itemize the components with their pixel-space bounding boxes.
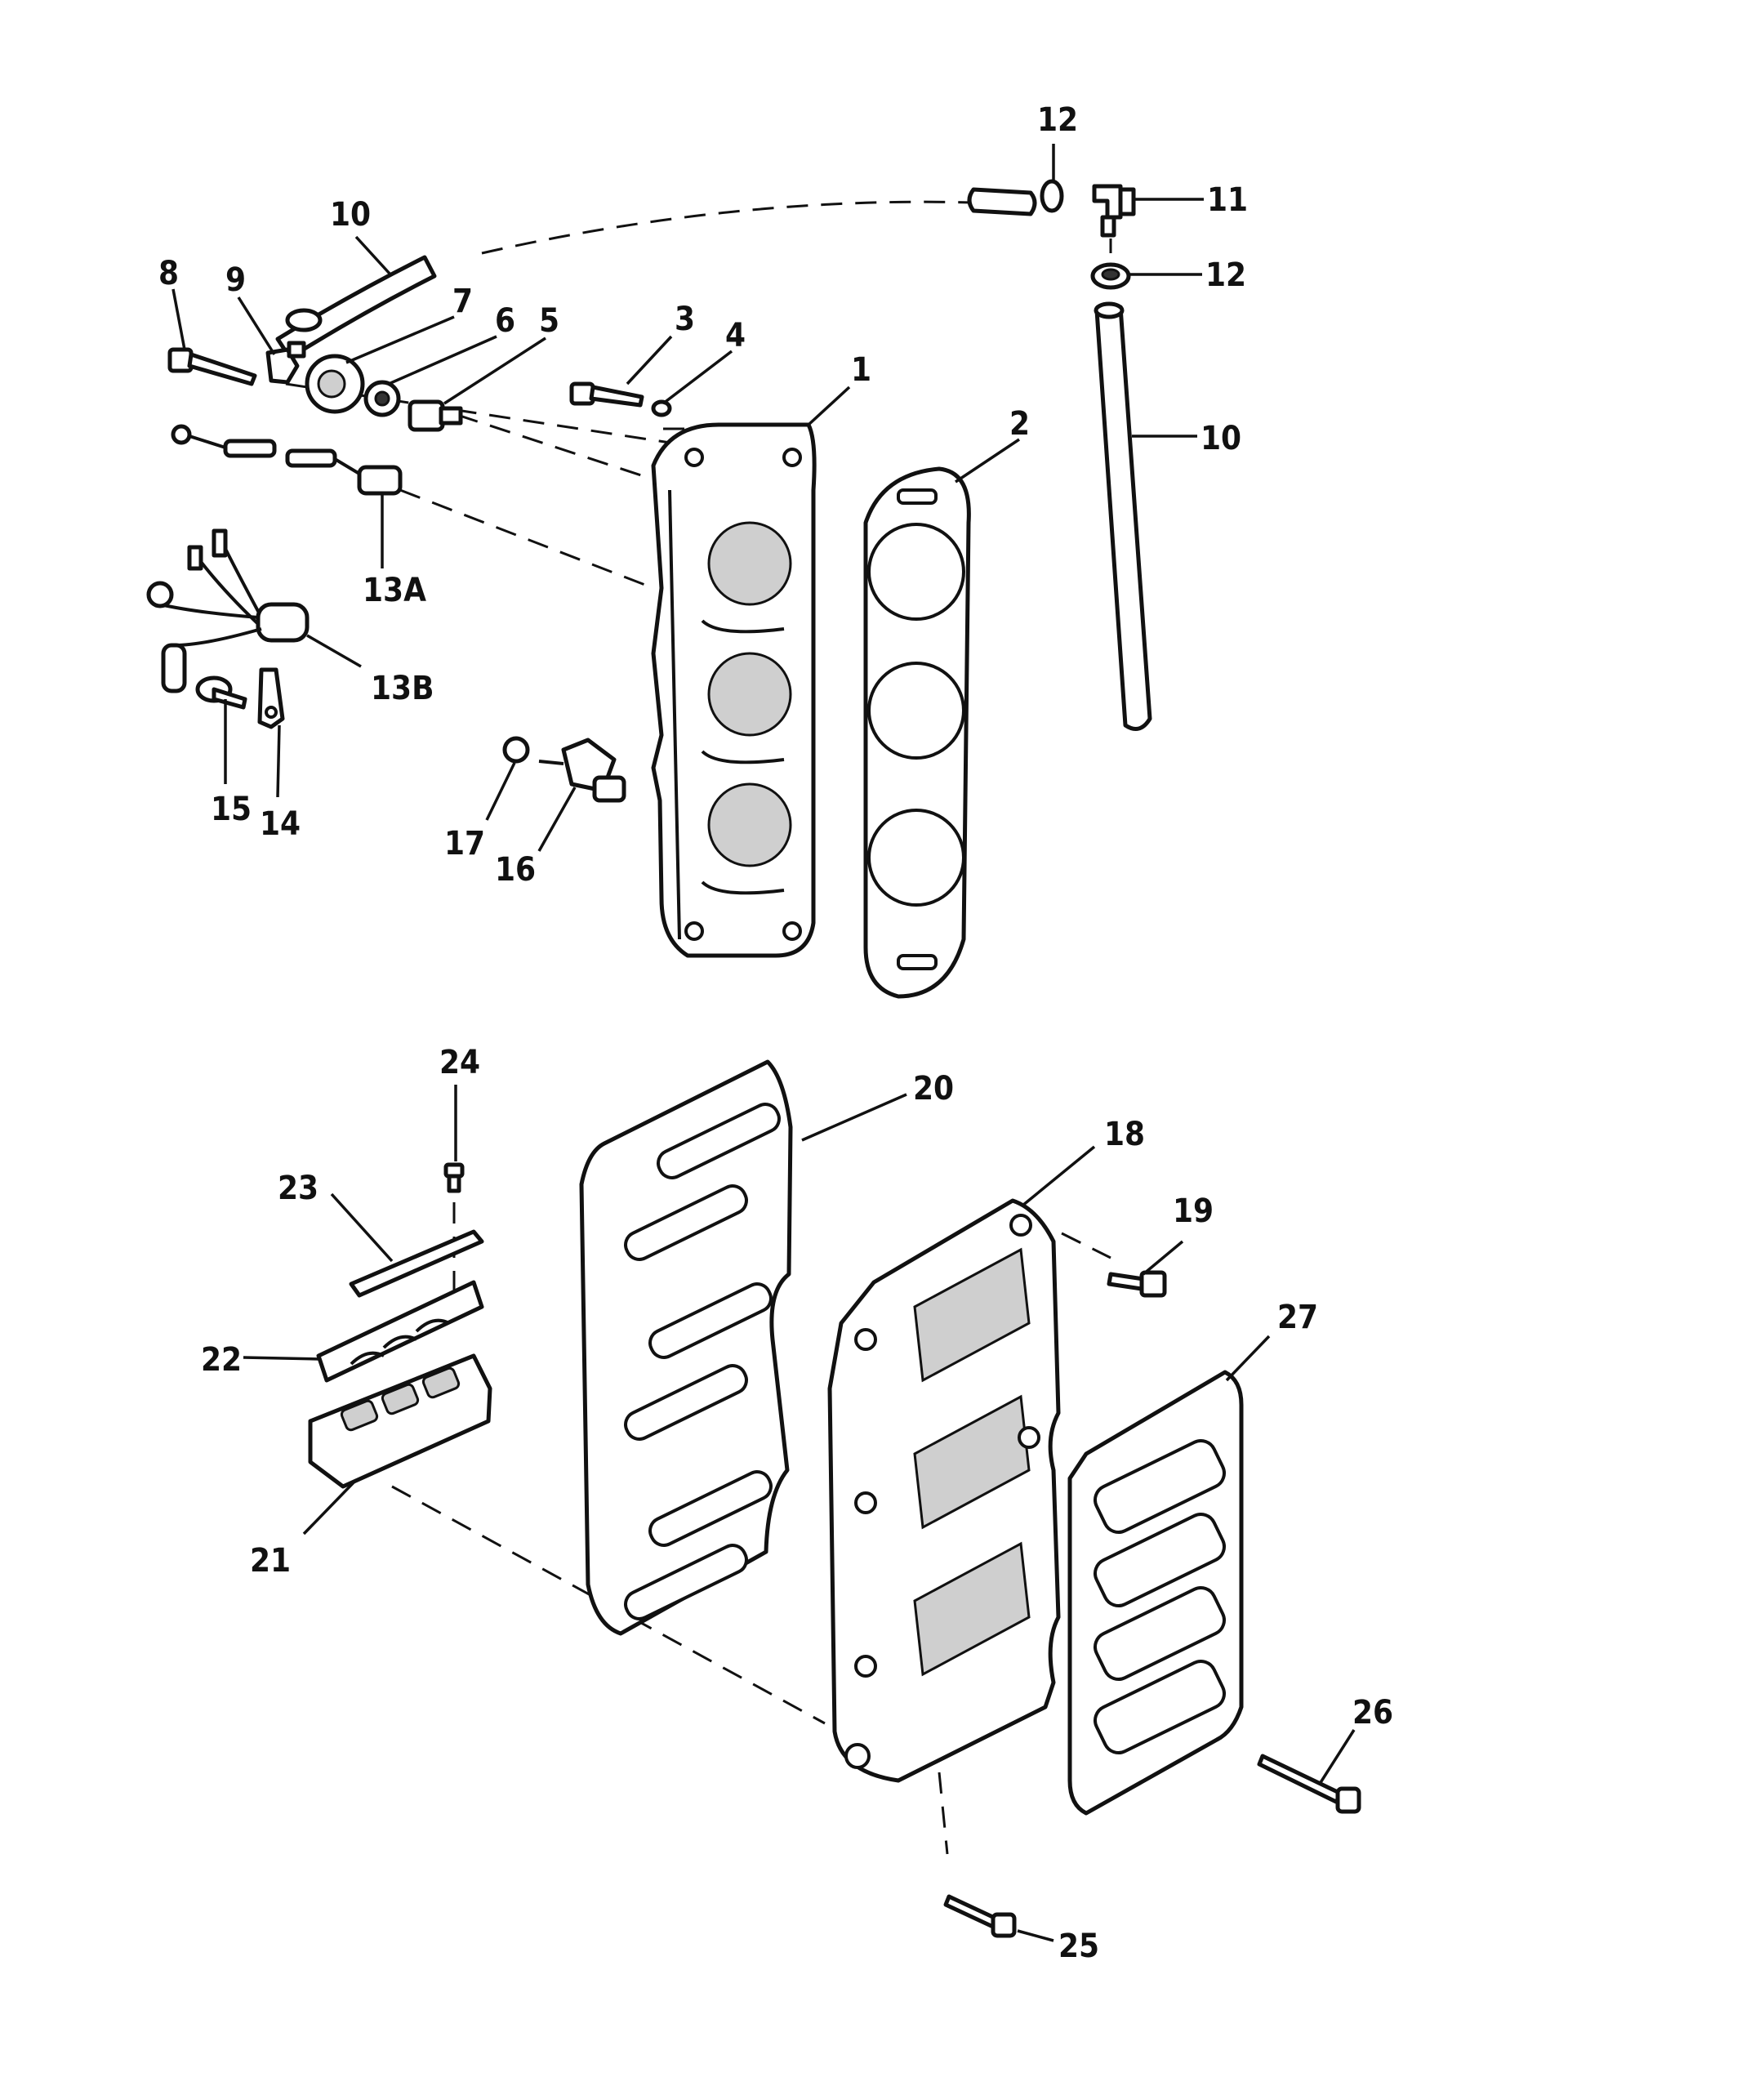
part-number-labels: 1 2 3 4 5 6 7 8 9 10 10 11 12 12 13A 13B… — [158, 101, 1393, 1965]
part-26-long-bolt — [1257, 1754, 1361, 1814]
label-part-20: 20 — [913, 1070, 954, 1108]
part-12-clamp-top — [1040, 179, 1064, 213]
part-13a-sensor — [171, 424, 403, 496]
label-part-18: 18 — [1104, 1116, 1145, 1153]
label-part-23: 23 — [278, 1170, 318, 1207]
part-3-bolt — [569, 381, 644, 408]
label-part-26: 26 — [1352, 1694, 1393, 1732]
label-part-12-lower: 12 — [1205, 256, 1246, 294]
part-19-bolt — [1107, 1270, 1167, 1298]
part-20-reed-plate-gasket — [579, 1059, 793, 1636]
part-24-screw — [443, 1162, 465, 1193]
label-part-27: 27 — [1277, 1299, 1318, 1336]
part-10-upper-hose — [275, 255, 437, 360]
label-part-3: 3 — [675, 301, 695, 338]
part-25-bolt — [943, 1894, 1017, 1938]
label-part-8: 8 — [158, 255, 179, 292]
part-18-reed-housing — [827, 1198, 1061, 1783]
label-part-9: 9 — [225, 261, 246, 299]
part-4-washer — [651, 399, 672, 417]
part-13b-harness — [146, 528, 310, 693]
label-part-6: 6 — [495, 302, 515, 340]
part-27-manifold-gasket — [1067, 1370, 1244, 1816]
label-part-22: 22 — [201, 1341, 242, 1379]
part-15-screw — [195, 675, 247, 710]
label-part-15: 15 — [211, 791, 252, 828]
label-part-2: 2 — [1009, 405, 1030, 443]
label-part-7: 7 — [452, 283, 473, 320]
label-part-1: 1 — [851, 351, 871, 389]
hose-clamp — [285, 308, 323, 332]
part-14-bracket — [257, 667, 285, 729]
leader-lines — [172, 144, 1356, 1942]
label-part-19: 19 — [1173, 1192, 1214, 1230]
part-9-fitting — [265, 341, 306, 385]
part-1-cylinder-head — [651, 422, 817, 958]
part-2-head-gasket — [863, 466, 971, 999]
part-12-clamp-lower — [1090, 262, 1131, 290]
label-part-4: 4 — [725, 317, 746, 354]
part-10-vertical-hose — [1094, 301, 1152, 731]
label-part-10-upper: 10 — [330, 196, 371, 234]
part-23-reed-stop — [349, 1229, 484, 1298]
part-8-bolt — [167, 347, 257, 386]
label-part-17: 17 — [444, 825, 485, 862]
label-part-24: 24 — [439, 1044, 480, 1081]
label-part-5: 5 — [539, 302, 559, 340]
label-part-13a: 13A — [363, 572, 426, 609]
label-part-11: 11 — [1207, 181, 1248, 219]
label-part-16: 16 — [495, 851, 536, 889]
label-part-14: 14 — [260, 805, 301, 843]
short-hose-segment — [967, 187, 1037, 216]
part-5-fitting — [408, 399, 463, 432]
part-7-cover — [305, 354, 365, 414]
part-22-reed-petals — [316, 1280, 484, 1383]
part-11-elbow-fitting — [1092, 184, 1136, 238]
label-part-21: 21 — [250, 1542, 291, 1580]
part-21-reed-block — [308, 1353, 492, 1489]
part-17-nut — [502, 736, 530, 764]
label-part-13b: 13B — [371, 670, 434, 707]
label-part-10-right: 10 — [1200, 420, 1241, 457]
part-16-sender — [538, 738, 626, 803]
label-part-12-top: 12 — [1037, 101, 1078, 139]
label-part-25: 25 — [1058, 1928, 1099, 1965]
part-6-grommet — [363, 380, 401, 417]
